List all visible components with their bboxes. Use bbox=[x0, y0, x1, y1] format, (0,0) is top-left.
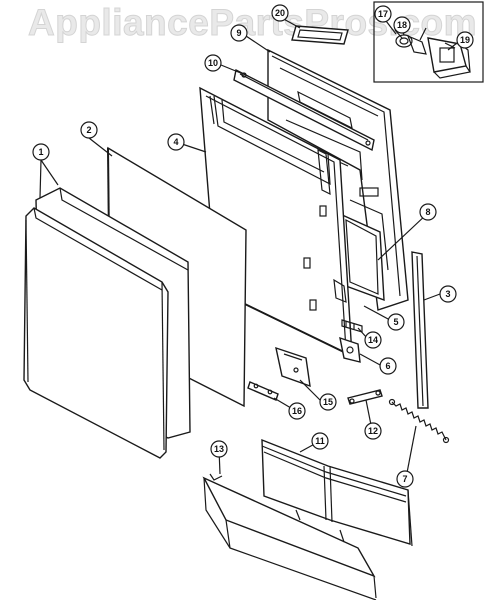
callout-1: 1 bbox=[32, 143, 50, 161]
part-7-spring bbox=[388, 398, 450, 444]
callout-18: 18 bbox=[393, 16, 411, 34]
callout-6: 6 bbox=[379, 357, 397, 375]
callout-3: 3 bbox=[439, 285, 457, 303]
part-13-toe-panel bbox=[202, 473, 377, 600]
callout-20: 20 bbox=[271, 4, 289, 22]
callout-2: 2 bbox=[80, 121, 98, 139]
callout-19: 19 bbox=[456, 31, 474, 49]
part-6-latch bbox=[339, 336, 361, 363]
part-16-hinge bbox=[247, 381, 279, 401]
part-11-insulation bbox=[261, 438, 413, 547]
callout-8: 8 bbox=[419, 203, 437, 221]
svg-text:3: 3 bbox=[445, 289, 450, 299]
callout-10: 10 bbox=[204, 54, 222, 72]
svg-text:12: 12 bbox=[368, 426, 378, 436]
svg-text:9: 9 bbox=[236, 28, 241, 38]
part-20-seal bbox=[291, 25, 349, 45]
svg-text:20: 20 bbox=[275, 8, 285, 18]
part-3-side-rail bbox=[411, 251, 429, 409]
svg-text:2: 2 bbox=[86, 125, 91, 135]
part-10-top-channel bbox=[233, 68, 375, 152]
svg-text:15: 15 bbox=[323, 397, 333, 407]
svg-text:19: 19 bbox=[460, 35, 470, 45]
callout-12: 12 bbox=[364, 422, 382, 440]
svg-text:1: 1 bbox=[38, 147, 43, 157]
callout-7: 7 bbox=[396, 470, 414, 488]
svg-text:4: 4 bbox=[173, 137, 178, 147]
part-15-bracket bbox=[275, 346, 311, 388]
svg-text:18: 18 bbox=[397, 20, 407, 30]
svg-text:8: 8 bbox=[425, 207, 430, 217]
callout-4: 4 bbox=[167, 133, 185, 151]
callout-13: 13 bbox=[210, 440, 228, 458]
callout-11: 11 bbox=[311, 432, 329, 450]
svg-text:17: 17 bbox=[378, 9, 388, 19]
svg-text:7: 7 bbox=[402, 474, 407, 484]
svg-text:5: 5 bbox=[393, 317, 398, 327]
svg-text:16: 16 bbox=[292, 406, 302, 416]
svg-text:14: 14 bbox=[368, 335, 378, 345]
callout-5: 5 bbox=[387, 313, 405, 331]
callout-17: 17 bbox=[374, 5, 392, 23]
part-12-link bbox=[347, 389, 383, 405]
callout-16: 16 bbox=[288, 402, 306, 420]
svg-text:6: 6 bbox=[385, 361, 390, 371]
part-1-outer-panels bbox=[23, 187, 191, 459]
svg-text:10: 10 bbox=[208, 58, 218, 68]
callout-15: 15 bbox=[319, 393, 337, 411]
svg-text:11: 11 bbox=[315, 436, 325, 446]
svg-text:13: 13 bbox=[214, 444, 224, 454]
callout-9: 9 bbox=[230, 24, 248, 42]
callout-14: 14 bbox=[364, 331, 382, 349]
